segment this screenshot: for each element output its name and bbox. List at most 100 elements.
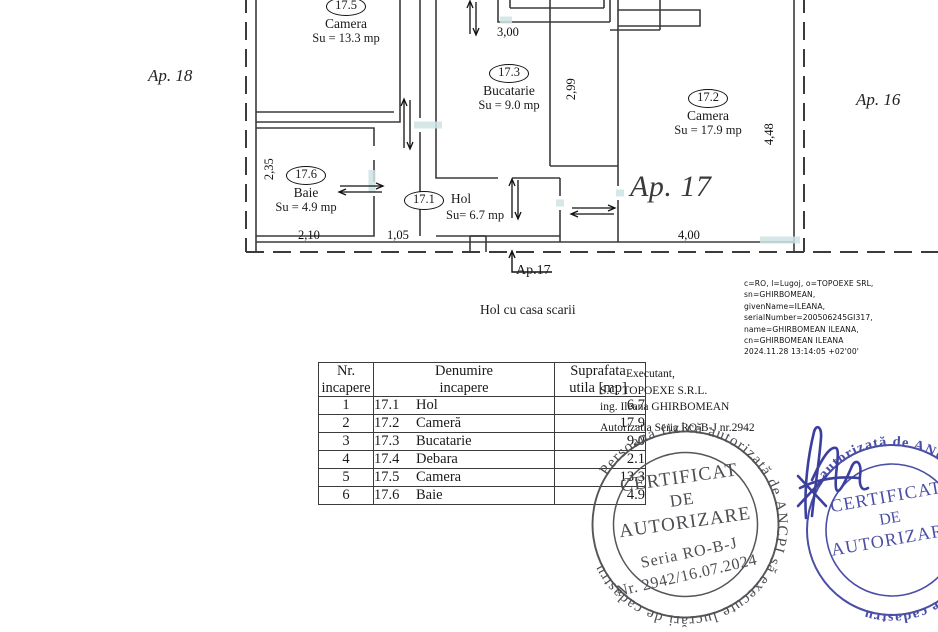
header-area-line2: utila [mp] xyxy=(569,379,627,396)
digital-signature-block: c=RO, l=Lugoj, o=TOPOEXE SRL, sn=GHIRBOM… xyxy=(744,278,934,358)
cell-code: 17.3 xyxy=(374,433,400,450)
dimension-hall-width: 1,05 xyxy=(387,228,409,242)
cell-nr: 3 xyxy=(318,432,374,452)
cell-area: 4.9 xyxy=(554,486,646,506)
signature-line-5: name=GHIRBOMEAN ILEANA, xyxy=(744,324,859,334)
room-name-17-1: Hol xyxy=(450,191,472,206)
dimension-room-width: 4,00 xyxy=(678,228,700,242)
cell-nr: 2 xyxy=(318,414,374,434)
cell-name: 17.6 Baie xyxy=(373,486,555,506)
header-area: Suprafata utila [mp] xyxy=(554,361,646,398)
header-name-line2: incapere xyxy=(439,379,489,396)
table-row: 1 17.1 Hol 6.7 xyxy=(318,396,646,416)
table-row: 6 17.6 Baie 4.9 xyxy=(318,486,646,506)
door-baie xyxy=(337,182,385,196)
room-tag-17-3: 17.3 xyxy=(489,64,529,83)
cell-room-name: Hol xyxy=(416,397,438,414)
dimension-bath-height: 2,35 xyxy=(261,158,276,181)
header-area-line1: Suprafata xyxy=(570,363,626,379)
room-area-17-2: Su = 17.9 mp xyxy=(674,123,742,138)
floor-plan-sheet: 17.5 Camera Su = 13.3 mp 17.3 Bucatarie … xyxy=(148,0,938,632)
cell-code: 17.1 xyxy=(374,397,400,414)
header-name: Denumire incapere xyxy=(373,361,555,398)
cell-area: 9.0 xyxy=(554,432,646,452)
door-17-2 xyxy=(569,204,617,218)
table-header-row: Nr. incapere Denumire incapere Suprafata… xyxy=(318,361,646,398)
cell-room-name: Debara xyxy=(416,451,458,468)
neighbor-label-right: Ap. 16 xyxy=(856,90,901,109)
executant-company: S.C. TOPOEXE S.R.L. xyxy=(600,384,708,397)
dimension-room-height: 4,48 xyxy=(761,123,776,146)
table-row: 3 17.3 Bucatarie 9.0 xyxy=(318,432,646,452)
signature-line-6: cn=GHIRBOMEAN ILEANA xyxy=(744,335,844,345)
signature-timestamp: 2024.11.28 13:14:05 +02'00' xyxy=(744,347,859,357)
header-nr-line1: Nr. xyxy=(336,363,356,379)
openings xyxy=(368,16,800,244)
cell-code: 17.5 xyxy=(374,469,400,486)
door-kitchen-top xyxy=(466,0,480,37)
cell-room-name: Baie xyxy=(416,487,443,504)
room-area-17-6: Su = 4.9 mp xyxy=(275,200,337,215)
room-tag-17-5: 17.5 xyxy=(326,0,366,16)
door-symbols xyxy=(337,0,617,221)
room-name-17-3: Bucatarie xyxy=(483,82,535,98)
executant-authorization: Autorizatia Seria RO-B-J nr.2942 xyxy=(600,422,755,435)
header-nr-line2: incapere xyxy=(321,379,371,396)
entry-callout: Ap.17 xyxy=(516,263,551,278)
cell-nr: 5 xyxy=(318,468,374,488)
header-nr: Nr. incapere xyxy=(318,361,374,398)
signature-line-4: serialNumber=200506245GI317, xyxy=(744,313,873,323)
room-label-17-2: 17.2 Camera Su = 17.9 mp xyxy=(648,88,768,138)
executant-engineer: ing. Ileana GHIRBOMEAN xyxy=(600,401,730,414)
door-17-5 xyxy=(400,97,414,151)
handwritten-signature xyxy=(796,425,870,520)
cell-name: 17.1 Hol xyxy=(373,396,555,416)
room-area-17-1: Su= 6.7 mp xyxy=(446,207,505,222)
room-tag-17-6: 17.6 xyxy=(286,166,326,185)
room-name-17-6: Baie xyxy=(293,184,319,200)
cell-room-name: Cameră xyxy=(416,415,462,432)
room-label-17-3: 17.3 Bucatarie Su = 9.0 mp xyxy=(449,63,569,113)
room-label-17-1: 17.1 Hol Su= 6.7 mp xyxy=(404,190,504,222)
cell-name: 17.5 Camera xyxy=(373,468,555,488)
room-label-17-5: 17.5 Camera Su = 13.3 mp xyxy=(286,0,406,46)
cell-name: 17.3 Bucatarie xyxy=(373,432,555,452)
executant-block: Executant, S.C. TOPOEXE S.R.L. ing. Ilea… xyxy=(600,366,840,437)
executant-title: Executant, xyxy=(626,368,675,380)
room-name-17-5: Camera xyxy=(325,15,367,31)
stamp-secondary-title-2: DE xyxy=(878,508,902,528)
room-area-17-5: Su = 13.3 mp xyxy=(312,31,380,46)
dimension-top-kitchen: 3,00 xyxy=(497,25,519,39)
room-name-17-2: Camera xyxy=(687,107,729,123)
cell-nr: 1 xyxy=(318,396,374,416)
room-tag-17-2: 17.2 xyxy=(688,89,728,108)
cell-room-name: Camera xyxy=(416,469,462,486)
signature-line-1: c=RO, l=Lugoj, o=TOPOEXE SRL, xyxy=(744,279,874,288)
dimension-bath-width: 2,10 xyxy=(298,228,320,242)
cell-name: 17.2 Cameră xyxy=(373,414,555,434)
authorization-stamp-primary: Persoana fizică autorizată de ANCPI să e… xyxy=(578,417,793,632)
corridor-note: Hol cu casa scarii xyxy=(480,302,576,317)
header-name-line1: Denumire xyxy=(435,363,493,379)
neighbor-label-left: Ap. 18 xyxy=(148,66,193,85)
room-schedule-table: Nr. incapere Denumire incapere Suprafata… xyxy=(318,361,646,506)
floor-plan-drawing xyxy=(245,0,938,273)
cell-nr: 4 xyxy=(318,450,374,470)
room-area-17-3: Su = 9.0 mp xyxy=(478,98,540,113)
door-kitchen-hall xyxy=(508,177,522,221)
signature-line-3: givenName=ILEANA, xyxy=(744,301,826,311)
entry-leader xyxy=(508,249,552,273)
cell-nr: 6 xyxy=(318,486,374,506)
cell-area: 6.7 xyxy=(554,396,646,416)
stamp-primary-title-2: DE xyxy=(668,489,695,511)
cell-code: 17.6 xyxy=(374,487,400,504)
apartment-title: Ap. 17 xyxy=(630,170,712,203)
room-tag-17-1: 17.1 xyxy=(404,191,444,210)
cell-code: 17.2 xyxy=(374,415,400,432)
signature-line-2: sn=GHIRBOMEAN, xyxy=(744,290,816,300)
cell-room-name: Bucatarie xyxy=(416,433,472,450)
room-label-17-6: 17.6 Baie Su = 4.9 mp xyxy=(246,165,366,215)
dimension-kitchen-height: 2,99 xyxy=(563,78,578,101)
